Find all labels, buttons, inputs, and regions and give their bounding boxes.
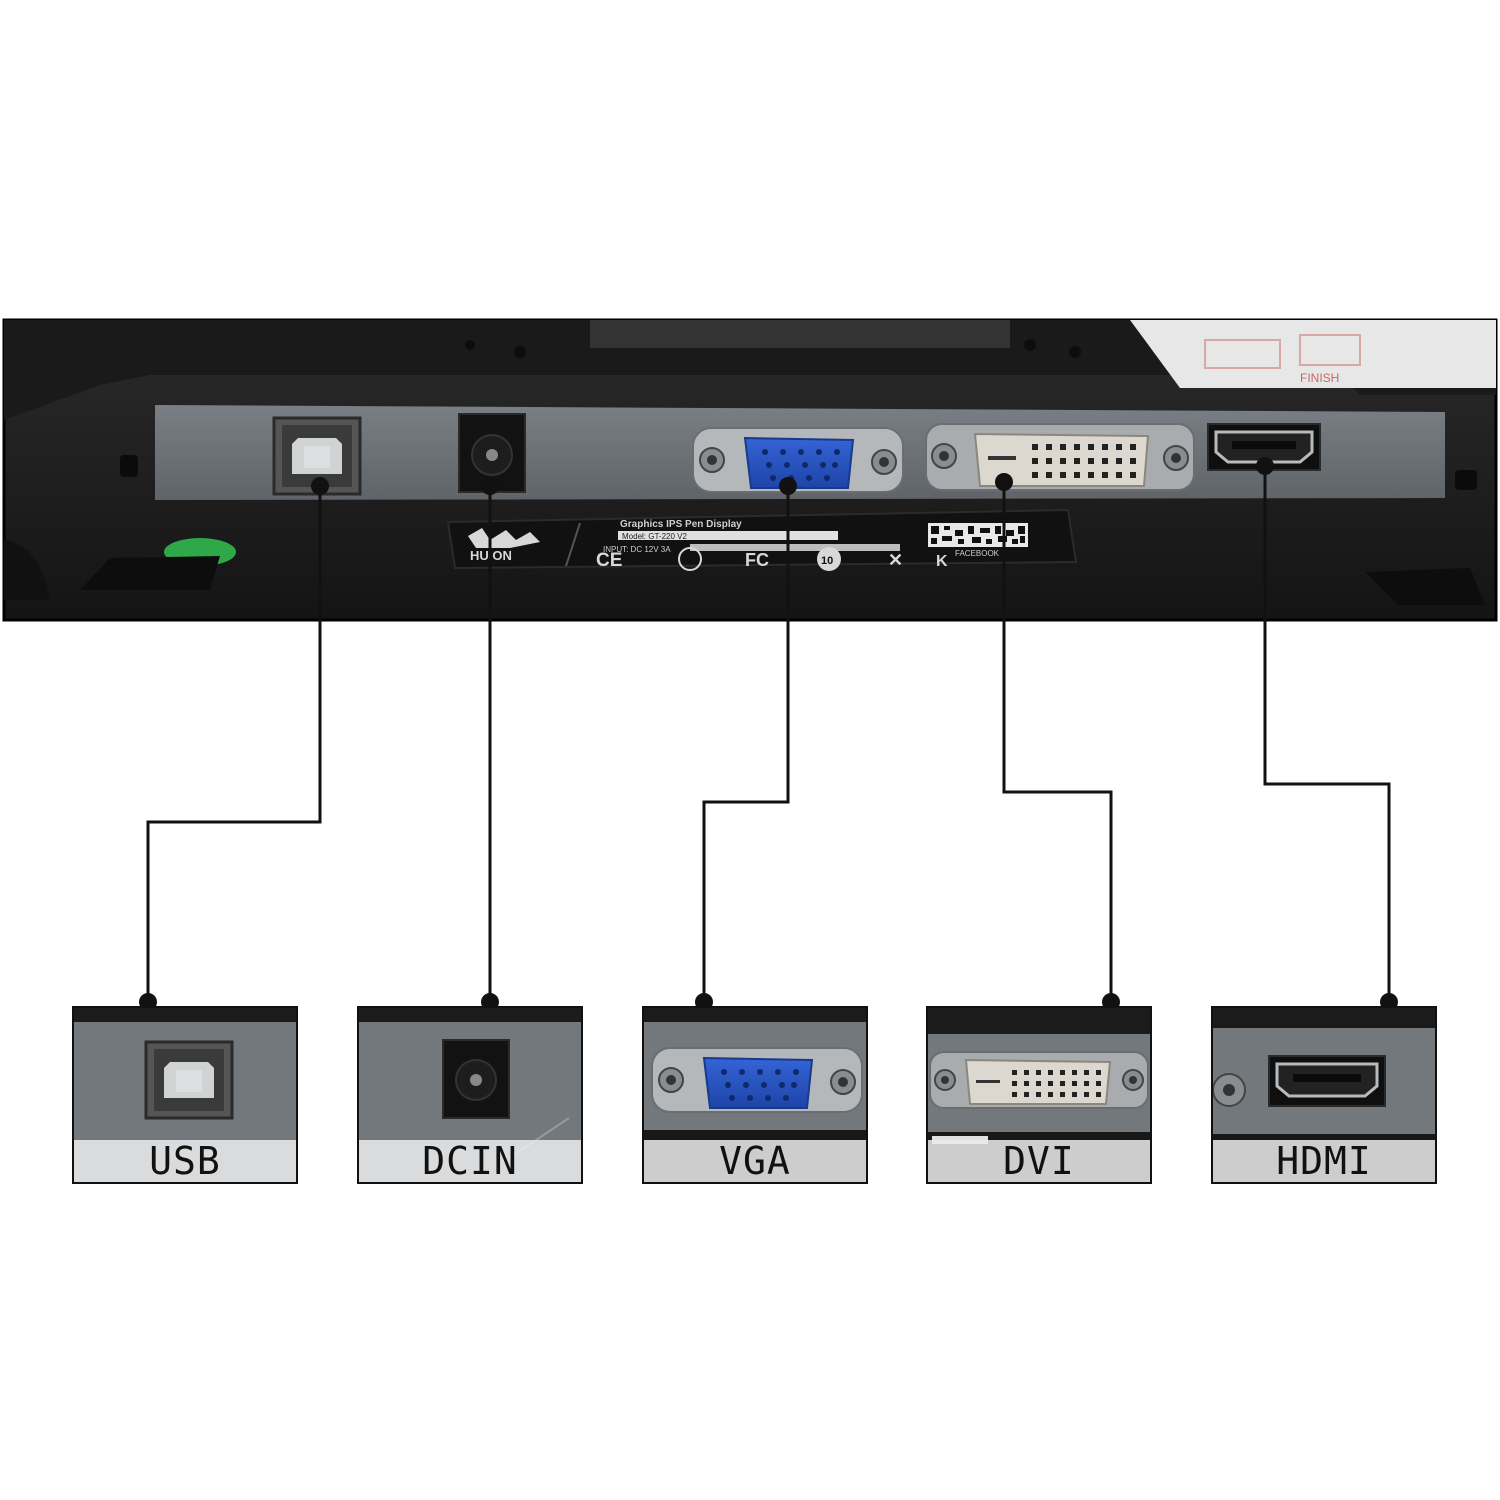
usb-label: USB — [74, 1140, 296, 1182]
dcin-label: DCIN — [359, 1140, 581, 1182]
model-line-text: Model: GT-220 V2 — [622, 532, 687, 541]
ce-mark-icon: CE — [596, 550, 622, 571]
dvi-connector-line — [1002, 482, 1113, 1002]
qr-caption: FACEBOOK — [955, 549, 1000, 558]
brand-logo-icon — [468, 528, 540, 548]
hdmi-connector-line — [1263, 466, 1391, 1002]
usb-connector-line — [146, 486, 322, 1002]
dvi-detail-card: DVI — [926, 1006, 1152, 1184]
dvi-port — [925, 423, 1195, 491]
finish-sticker-text: FINISH — [1300, 371, 1339, 385]
finish-sticker: FINISH — [1130, 320, 1496, 388]
usb-detail-card: USB — [72, 1006, 298, 1184]
hdmi-label: HDMI — [1213, 1140, 1435, 1182]
vga-port — [692, 427, 904, 493]
dvi-label: DVI — [928, 1140, 1150, 1182]
hdmi-detail-card: HDMI — [1211, 1006, 1437, 1184]
kc-mark-icon: K — [936, 553, 948, 570]
weee-mark-icon: ✕ — [888, 550, 903, 570]
vga-connector-line — [702, 486, 790, 1002]
vga-label: VGA — [644, 1140, 866, 1182]
svg-text:10: 10 — [821, 555, 833, 567]
rating-label: HUION Graphics IPS Pen Display Model: GT… — [446, 508, 1078, 571]
product-line-text: Graphics IPS Pen Display — [620, 519, 742, 530]
recycle-10-mark-icon — [817, 547, 841, 571]
qr-code-icon — [928, 523, 1028, 547]
dcin-detail-card: DCIN — [357, 1006, 583, 1184]
fc-mark-icon: FC — [745, 550, 769, 570]
vga-detail-card: VGA — [642, 1006, 868, 1184]
input-line-text: INPUT: DC 12V 3A — [603, 545, 671, 554]
rohs-mark-icon — [678, 547, 702, 571]
